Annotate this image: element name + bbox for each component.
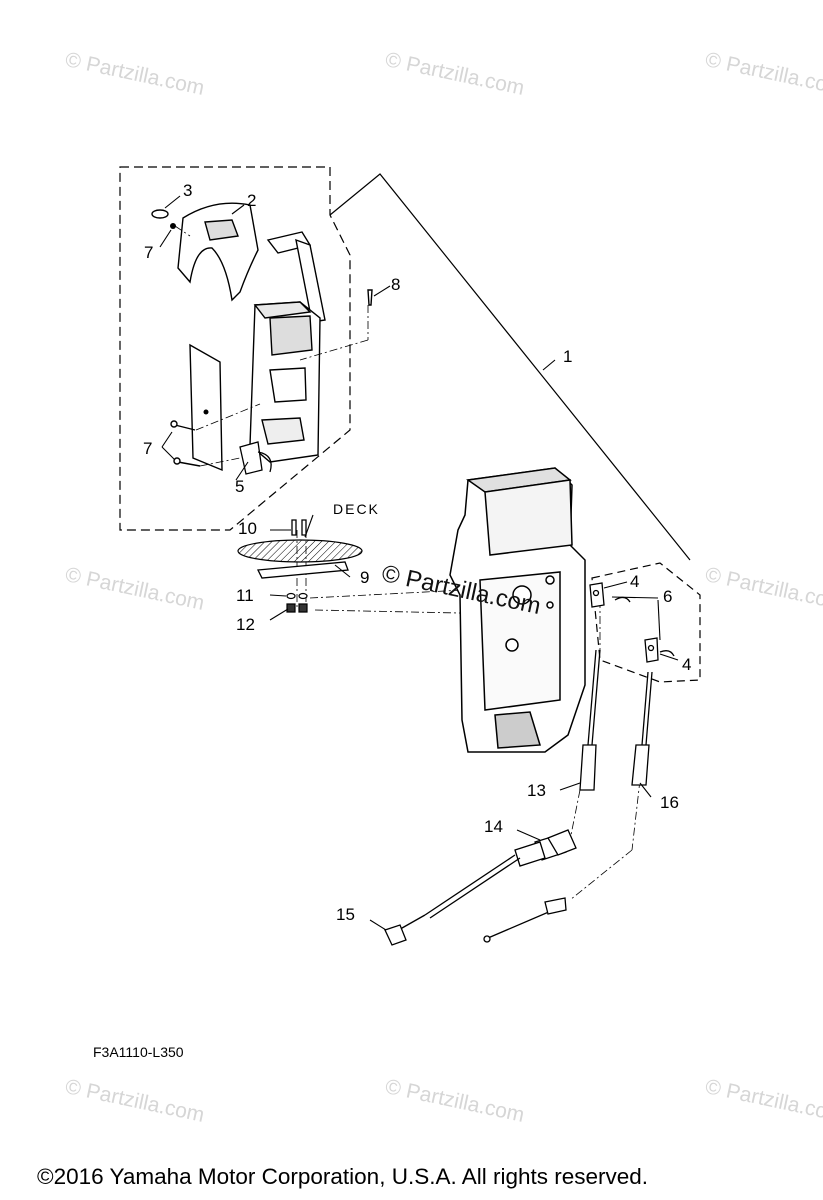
part-side-plate xyxy=(189,343,223,472)
deck-label: DECK xyxy=(333,501,380,517)
part-ring xyxy=(151,209,169,219)
callout-3: 3 xyxy=(183,181,192,200)
part-handle xyxy=(266,231,326,323)
part-control-body xyxy=(249,301,321,463)
copyright-notice: ©2016 Yamaha Motor Corporation, U.S.A. A… xyxy=(37,1164,649,1189)
part-cable-16-end xyxy=(483,897,567,943)
part-cover xyxy=(177,202,259,302)
callout-line-1 xyxy=(329,173,691,561)
callout-5: 5 xyxy=(235,477,244,496)
callout-1: 1 xyxy=(563,347,572,366)
assembly-outline-linkage xyxy=(591,562,701,683)
callout-10: 10 xyxy=(238,519,257,538)
callout-2: 2 xyxy=(247,191,256,210)
callout-15: 15 xyxy=(336,905,355,924)
callout-7a: 7 xyxy=(144,243,153,262)
part-main-housing xyxy=(449,467,586,753)
part-screws-left xyxy=(170,420,201,467)
diagram-code: F3A1110-L350 xyxy=(93,1044,184,1060)
callout-14: 14 xyxy=(484,817,503,836)
part-screw-top xyxy=(170,223,176,229)
part-end-fitting-15 xyxy=(384,924,407,946)
callout-6: 6 xyxy=(663,587,672,606)
callout-7b: 7 xyxy=(143,439,152,458)
part-cable-16 xyxy=(631,671,653,786)
part-cable-13 xyxy=(579,649,601,791)
callout-8: 8 xyxy=(391,275,400,294)
callout-9: 9 xyxy=(360,568,369,587)
callout-13: 13 xyxy=(527,781,546,800)
assembly-outline-top xyxy=(119,166,351,531)
callout-4b: 4 xyxy=(682,655,691,674)
callout-12: 12 xyxy=(236,615,255,634)
part-cable-run xyxy=(394,854,521,933)
leader-lines xyxy=(159,195,679,931)
callout-16: 16 xyxy=(660,793,679,812)
callout-4a: 4 xyxy=(630,572,639,591)
part-deck-gasket xyxy=(237,539,363,579)
callout-11: 11 xyxy=(236,586,254,605)
part-linkage xyxy=(589,582,675,663)
part-pin-8 xyxy=(367,289,373,306)
part-fitting-14 xyxy=(514,829,577,867)
part-washers-nuts xyxy=(286,592,308,613)
part-bolts-10 xyxy=(291,519,307,536)
